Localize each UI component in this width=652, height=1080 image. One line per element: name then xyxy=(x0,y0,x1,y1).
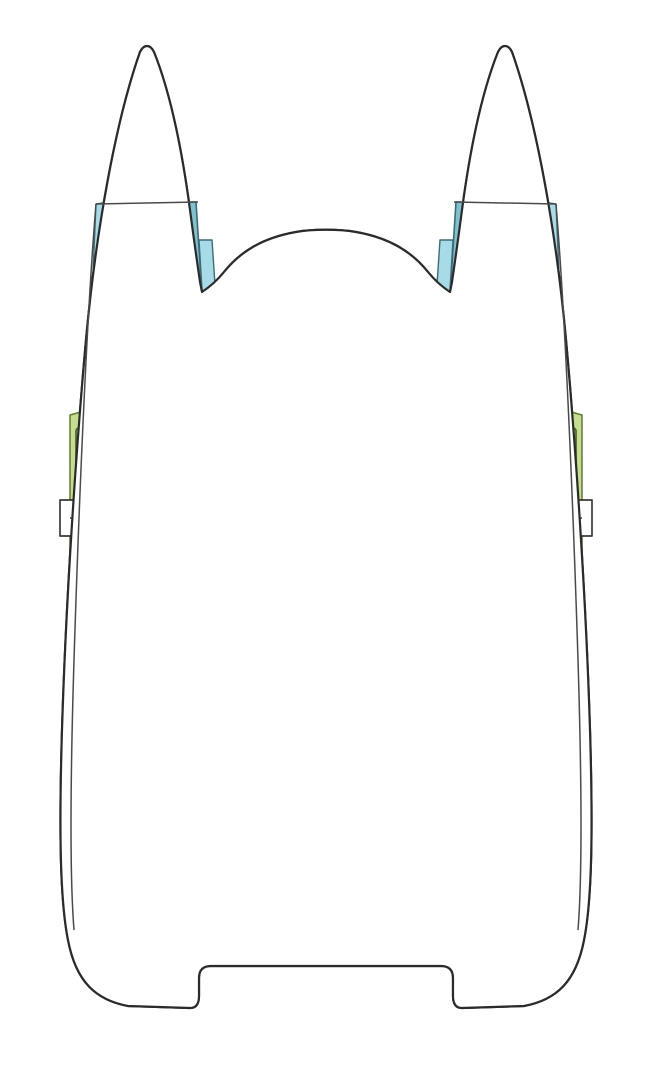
starboard-inner-hull-edge xyxy=(555,203,582,931)
hull-edge-overlay xyxy=(59,44,593,1010)
port-inner-hull-edge xyxy=(70,203,97,931)
port-bow-bulkhead xyxy=(95,201,199,205)
starboard-bow-bulkhead xyxy=(453,201,557,205)
hull-edge-stroke xyxy=(59,44,593,1010)
